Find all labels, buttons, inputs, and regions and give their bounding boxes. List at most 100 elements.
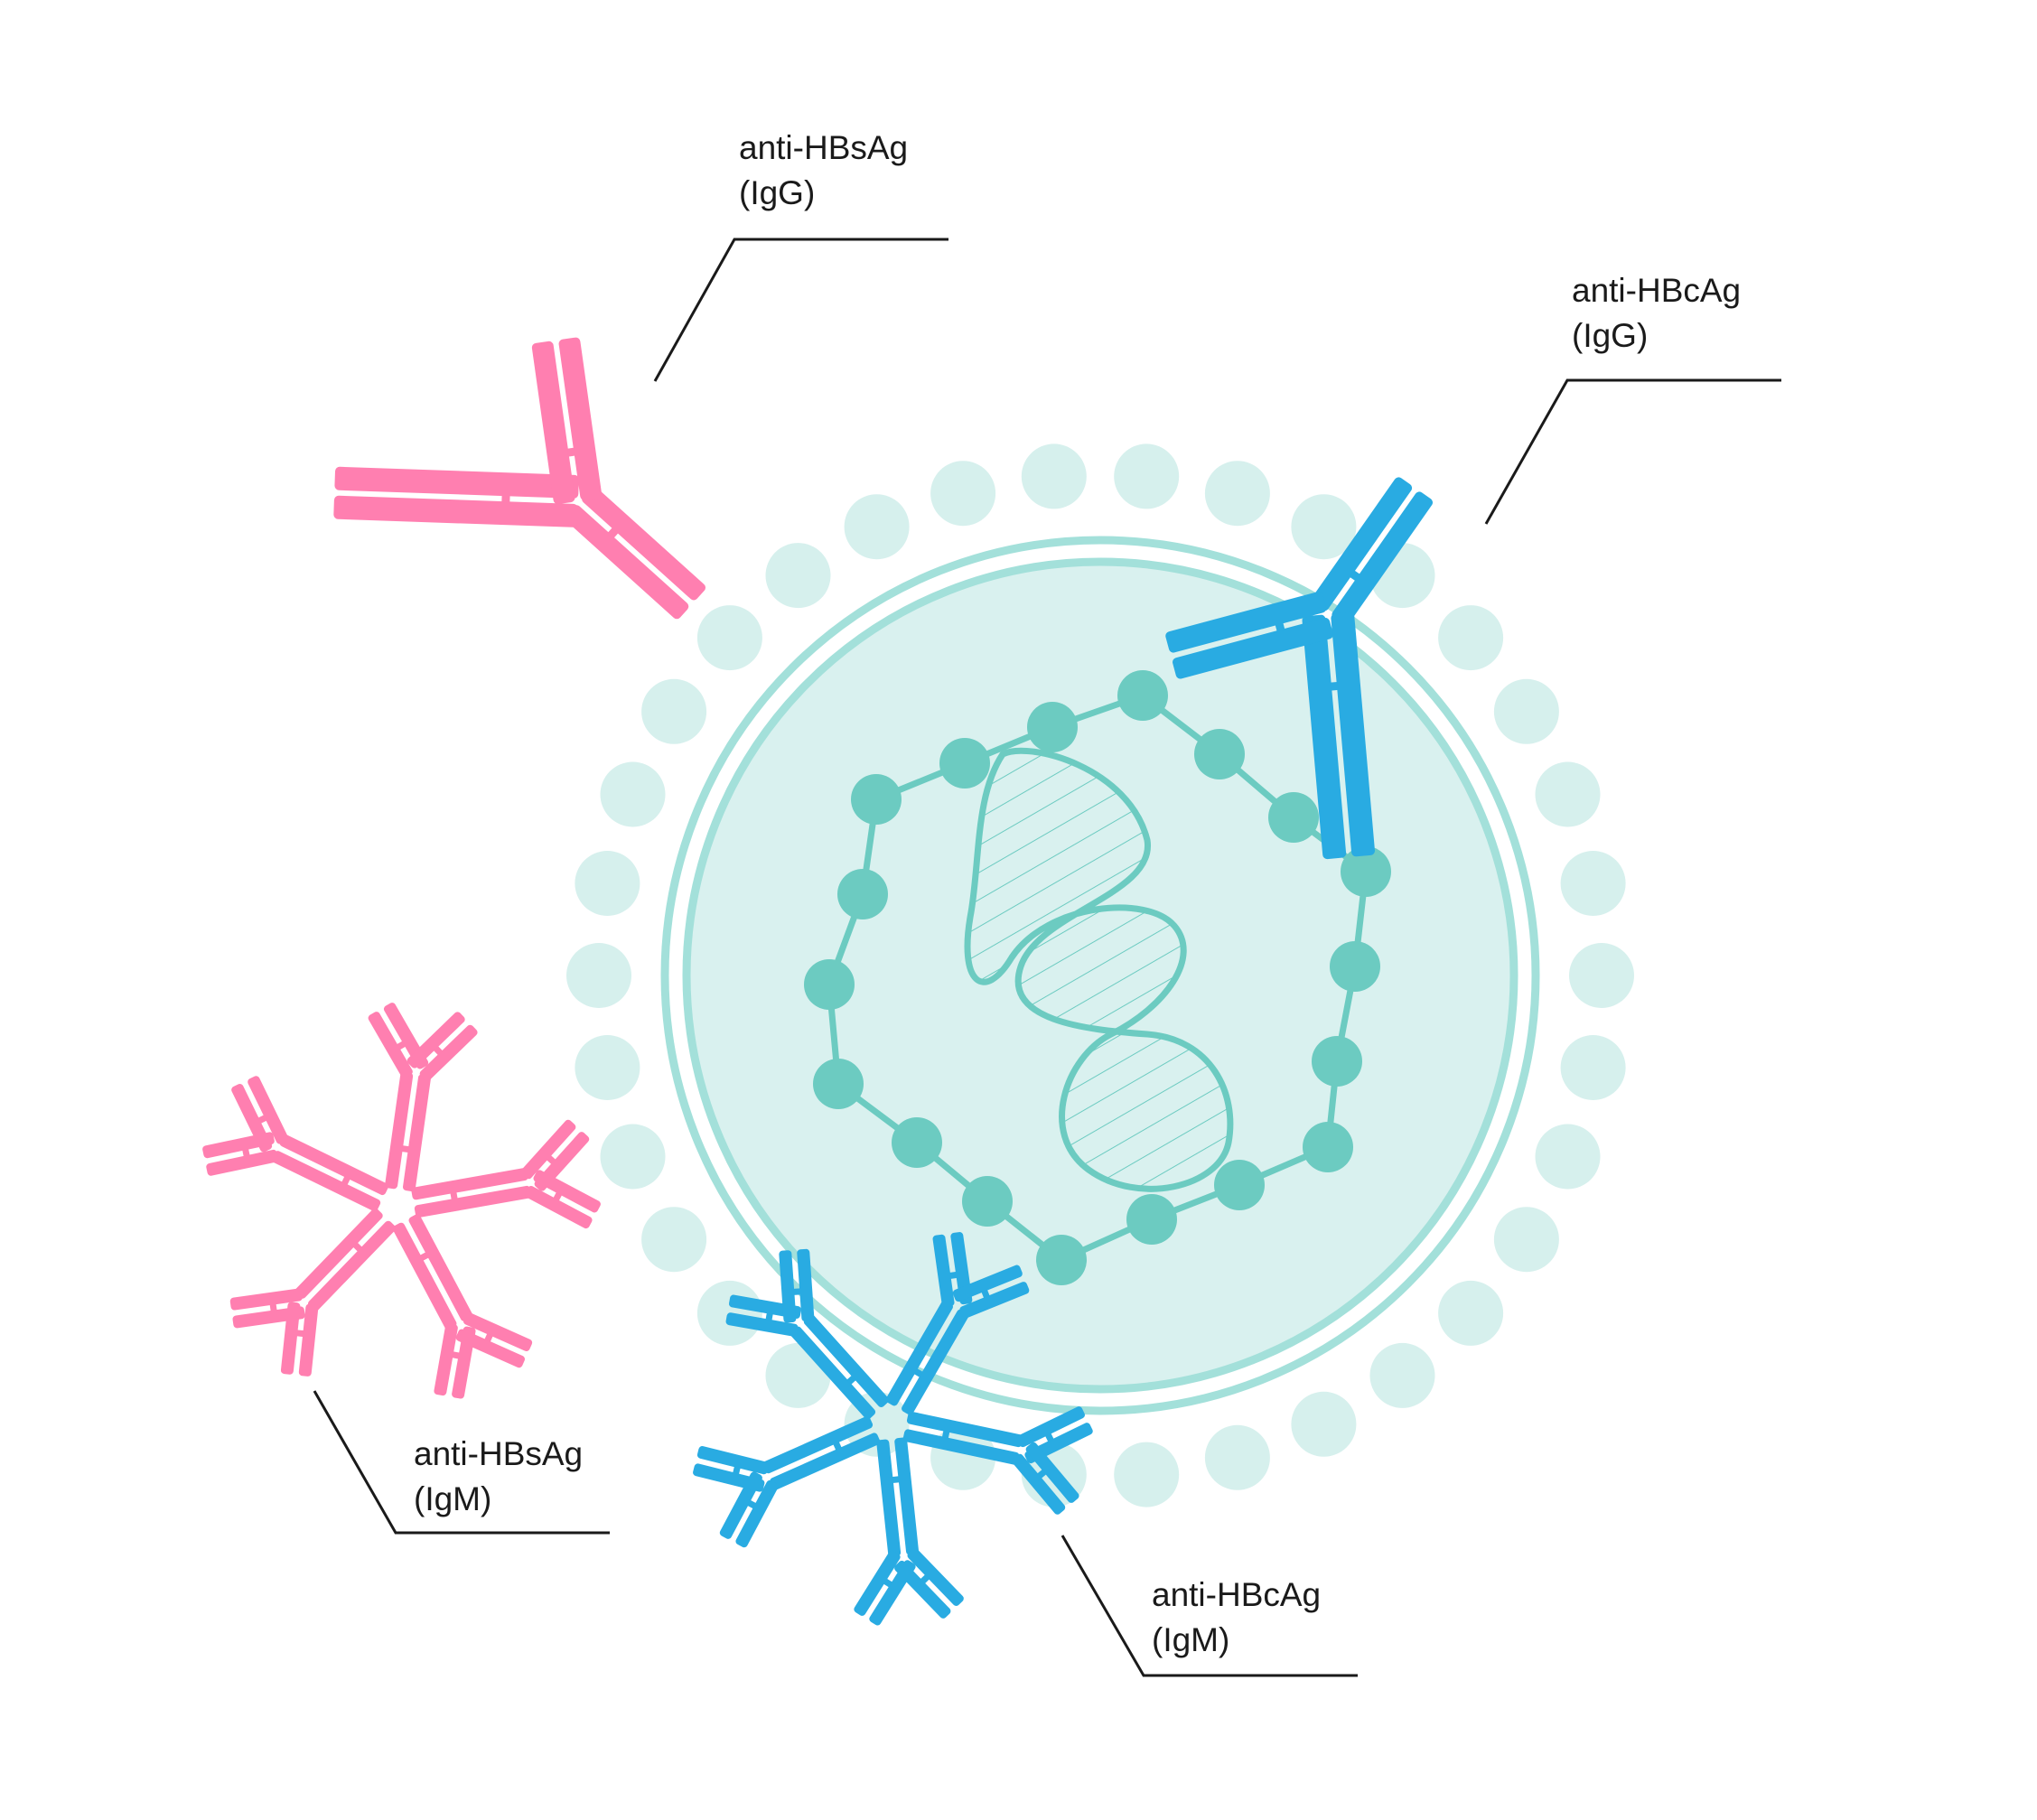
igm-monomer bbox=[693, 1416, 881, 1548]
surface-antigen-dot bbox=[1493, 1207, 1559, 1273]
igm-fab-link bbox=[1044, 1433, 1054, 1442]
surface-antigen-dots bbox=[566, 443, 1634, 1507]
igm-fab-chain bbox=[797, 1248, 815, 1322]
igm-monomer bbox=[202, 1076, 388, 1212]
surface-antigen-dot bbox=[1493, 678, 1559, 744]
igg-light-chain bbox=[1302, 614, 1347, 860]
igm-fab bbox=[434, 1323, 476, 1399]
surface-antigen-dot bbox=[1560, 851, 1626, 916]
surface-antigen-dot bbox=[1369, 1342, 1435, 1408]
label-hbs-igg: anti-HBsAg (IgG) bbox=[739, 129, 917, 211]
label-hbc-igg-name: anti-HBcAg bbox=[1572, 272, 1741, 309]
dna-double-helix bbox=[964, 747, 1234, 1192]
igm-fab-link bbox=[242, 1148, 250, 1157]
igm-hinge bbox=[352, 1242, 363, 1252]
label-hbs-igg-name: anti-HBsAg bbox=[739, 129, 908, 166]
igg-light-chain bbox=[334, 466, 579, 499]
igm-monomer bbox=[885, 1232, 1030, 1415]
igg-heavy-chain bbox=[333, 495, 578, 527]
igm-heavy-chain bbox=[294, 1208, 383, 1299]
igm-hinge bbox=[341, 1176, 350, 1186]
igg-disulfide-link bbox=[566, 447, 575, 457]
igm-fab-chain bbox=[206, 1149, 278, 1176]
genome-bead bbox=[1303, 1122, 1353, 1172]
igm-fab bbox=[854, 1550, 916, 1626]
igg-light-chain bbox=[1332, 491, 1434, 626]
genome-bead bbox=[1126, 1194, 1177, 1245]
igm-fab-chain bbox=[463, 1312, 533, 1351]
label-hbc-igg: anti-HBcAg (IgG) bbox=[1572, 272, 1750, 354]
anti-hbcag-igg-antibody bbox=[1165, 477, 1434, 860]
igm-fab-link bbox=[747, 1499, 757, 1509]
igm-monomer bbox=[229, 1208, 397, 1377]
igg-heavy-chain bbox=[1173, 618, 1333, 679]
igm-fab bbox=[693, 1446, 770, 1492]
igm-fab-chain bbox=[696, 1446, 770, 1475]
genome-bead bbox=[837, 869, 888, 919]
igm-fab-chain bbox=[298, 1303, 319, 1377]
igm-fab-chain bbox=[952, 1265, 1023, 1302]
label-hbs-igg-class: (IgG) bbox=[739, 174, 815, 211]
surface-antigen-dot bbox=[765, 543, 831, 609]
genome-bead bbox=[962, 1176, 1013, 1227]
callout-line-hbc-igm bbox=[1061, 1535, 1358, 1677]
igm-fab-link bbox=[765, 1312, 773, 1321]
igm-fab-chain bbox=[525, 1186, 593, 1229]
surface-antigen-dot bbox=[566, 943, 631, 1008]
igm-fab bbox=[231, 1076, 289, 1153]
igg-segment bbox=[531, 337, 603, 505]
surface-antigen-dot bbox=[600, 1124, 666, 1190]
surface-antigen-dot bbox=[1204, 1424, 1270, 1490]
igg-segment bbox=[1311, 477, 1434, 626]
viral-genome bbox=[804, 670, 1391, 1285]
surface-antigen-dot bbox=[1560, 1035, 1626, 1100]
igm-fab-chain bbox=[229, 1288, 303, 1311]
igm-heavy-chain bbox=[385, 1071, 414, 1190]
igm-hinge bbox=[450, 1191, 458, 1200]
igm-fab-chain bbox=[1012, 1453, 1066, 1515]
label-hbs-igm: anti-HBsAg (IgM) bbox=[414, 1435, 592, 1517]
genome-bead bbox=[1330, 941, 1380, 992]
genome-bead bbox=[1268, 792, 1319, 843]
surface-antigen-dot bbox=[696, 605, 762, 671]
genome-bead bbox=[813, 1059, 864, 1109]
igm-fab-chain bbox=[869, 1560, 916, 1626]
igm-fab bbox=[952, 1265, 1030, 1319]
igm-fab-chain bbox=[368, 1012, 413, 1078]
igm-heavy-chain bbox=[402, 1074, 431, 1192]
surface-antigen-dot bbox=[1535, 761, 1601, 827]
igm-fab-chain bbox=[725, 1312, 799, 1337]
label-hbc-igm: anti-HBcAg (IgM) bbox=[1152, 1576, 1330, 1658]
igm-fab-chain bbox=[779, 1250, 797, 1323]
genome-bead bbox=[1117, 670, 1168, 721]
surface-antigen-dot bbox=[1114, 443, 1180, 509]
label-hbc-igm-class: (IgM) bbox=[1152, 1621, 1229, 1658]
igg-heavy-chain bbox=[531, 341, 575, 505]
surface-antigen-dot bbox=[1291, 1391, 1357, 1457]
igm-hinge bbox=[419, 1252, 429, 1262]
label-hbc-igm-name: anti-HBcAg bbox=[1152, 1576, 1321, 1613]
igm-fab-chain bbox=[1025, 1442, 1079, 1503]
genome-bead bbox=[939, 738, 990, 789]
igm-fab-chain bbox=[419, 1024, 478, 1082]
igg-disulfide-link bbox=[607, 527, 619, 538]
genome-bead bbox=[804, 959, 855, 1010]
igm-fab-chain bbox=[907, 1548, 964, 1606]
igm-fab-chain bbox=[248, 1076, 289, 1144]
igm-fab bbox=[368, 1003, 429, 1078]
igg-segment bbox=[1302, 611, 1376, 860]
igm-fab-link bbox=[257, 1115, 267, 1125]
genome-bead bbox=[1341, 846, 1391, 897]
igm-monomer bbox=[392, 1214, 533, 1399]
surface-antigen-dot bbox=[641, 1207, 707, 1273]
igm-fab-link bbox=[1036, 1469, 1047, 1479]
surface-antigen-dot bbox=[641, 678, 707, 744]
anti-hbsag-igm-pentamer bbox=[202, 1003, 601, 1399]
callout-lines bbox=[313, 238, 1781, 1677]
callout-labels: anti-HBsAg (IgG) anti-HBcAg (IgG) anti-H… bbox=[414, 129, 1750, 1658]
igm-fab-chain bbox=[735, 1479, 779, 1548]
igm-hinge bbox=[892, 1476, 900, 1484]
igm-fab bbox=[406, 1012, 478, 1082]
igm-heavy-chain bbox=[279, 1134, 388, 1196]
igm-hinge bbox=[846, 1375, 856, 1386]
